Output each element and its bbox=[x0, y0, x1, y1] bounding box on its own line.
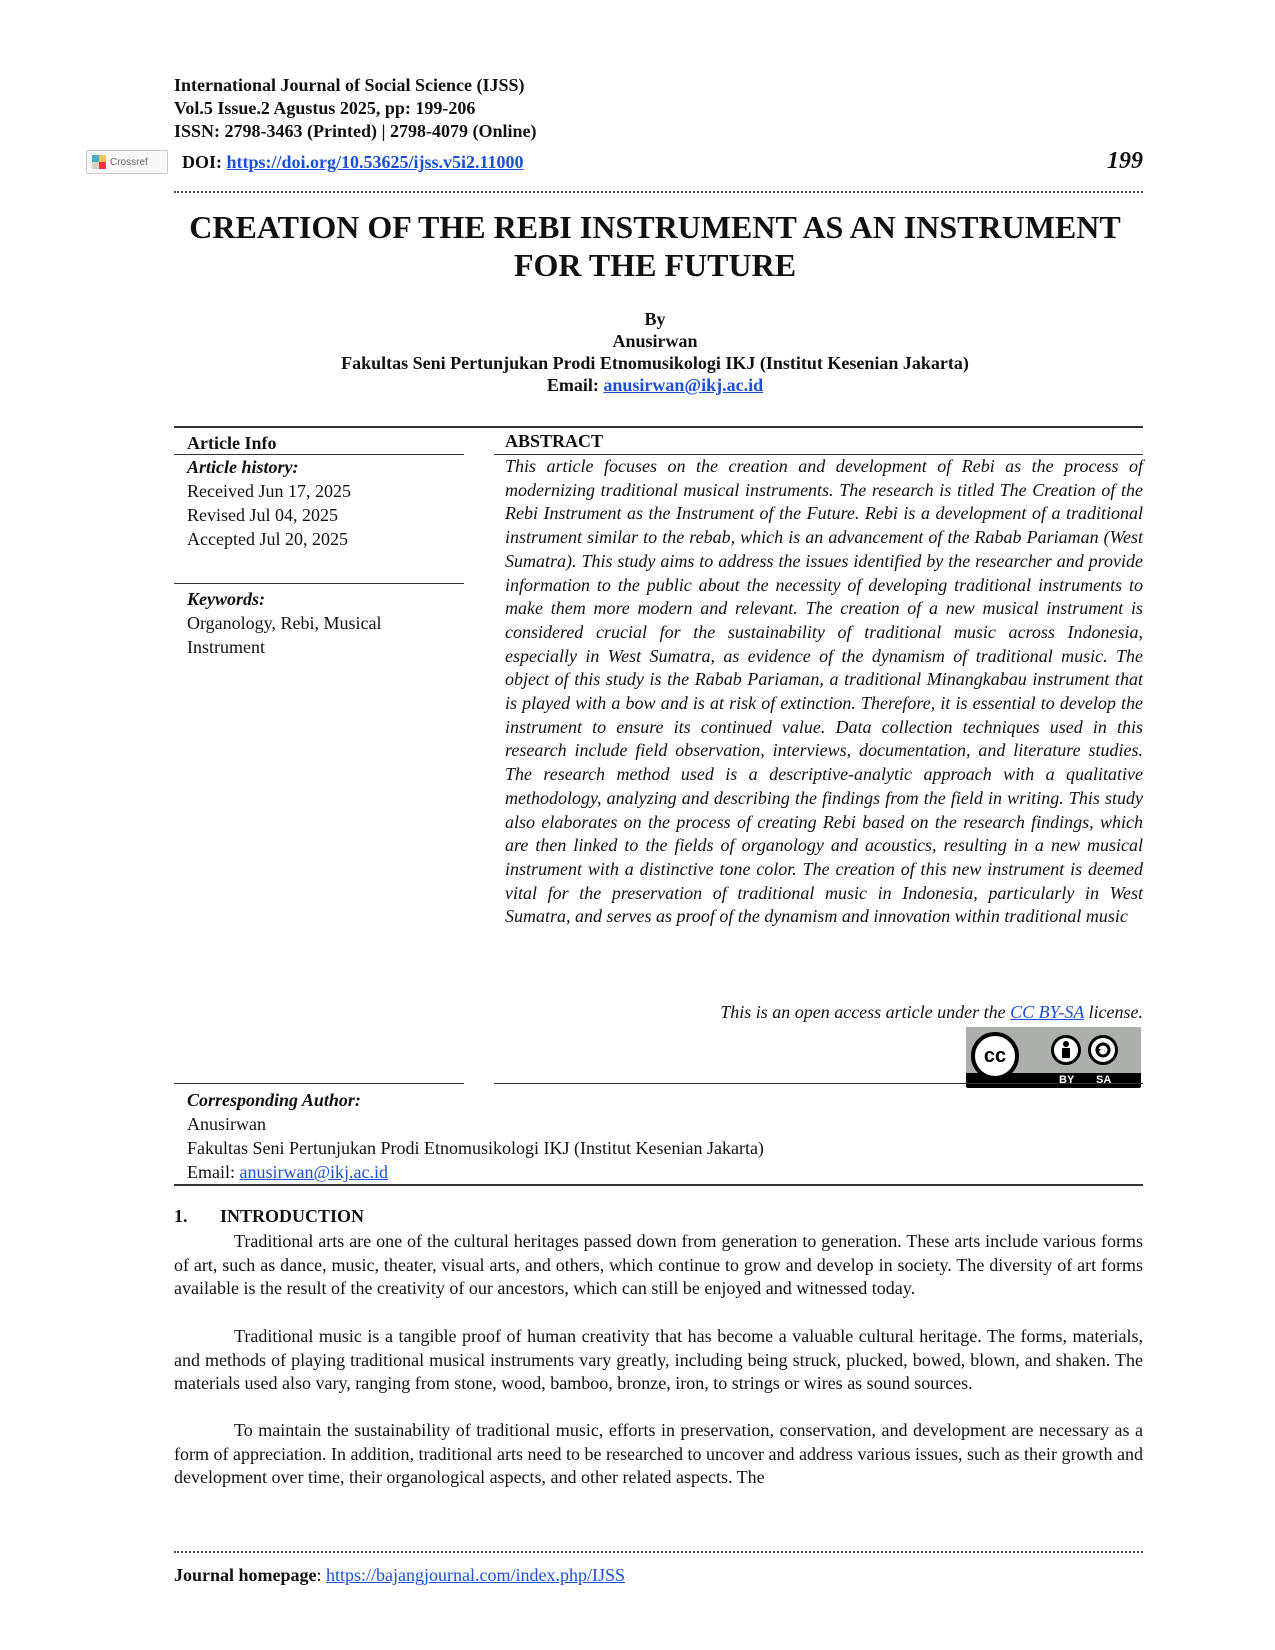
corresponding-affiliation: Fakultas Seni Pertunjukan Prodi Etnomusi… bbox=[187, 1138, 764, 1158]
homepage-link[interactable]: https://bajangjournal.com/index.php/IJSS bbox=[326, 1565, 626, 1585]
intro-paragraph-1: Traditional arts are one of the cultural… bbox=[174, 1231, 1143, 1299]
cc-by-sa-badge[interactable]: cc BY SA bbox=[966, 1027, 1141, 1088]
journal-volume: Vol.5 Issue.2 Agustus 2025, pp: 199-206 bbox=[174, 98, 476, 118]
corresponding-rule-left bbox=[174, 1083, 464, 1084]
crossref-badge[interactable]: Crossref bbox=[86, 150, 168, 174]
crossref-label: Crossref bbox=[110, 156, 148, 168]
license-pre: This is an open access article under the bbox=[720, 1002, 1006, 1022]
doi-line: DOI: https://doi.org/10.53625/ijss.v5i2.… bbox=[182, 152, 524, 173]
author-email-link[interactable]: anusirwan@ikj.ac.id bbox=[603, 375, 764, 395]
intro-paragraph-2: Traditional music is a tangible proof of… bbox=[174, 1326, 1143, 1394]
abstract-heading: ABSTRACT bbox=[505, 431, 604, 451]
keywords-rule bbox=[174, 583, 464, 584]
corresponding-email-line: Email: anusirwan@ikj.ac.id bbox=[187, 1160, 764, 1184]
info-top-rule bbox=[174, 426, 1143, 428]
accepted-date: Accepted Jul 20, 2025 bbox=[187, 529, 348, 549]
received-date: Received Jun 17, 2025 bbox=[187, 481, 351, 501]
author-email-line: Email: anusirwan@ikj.ac.id bbox=[150, 374, 1160, 396]
cc-logo-icon: cc bbox=[971, 1032, 1019, 1080]
article-title: CREATION OF THE REBI INSTRUMENT AS AN IN… bbox=[150, 208, 1160, 284]
info-heading-rule bbox=[174, 454, 464, 455]
journal-name: International Journal of Social Science … bbox=[174, 75, 525, 95]
footer-divider bbox=[174, 1551, 1143, 1553]
section-title: INTRODUCTION bbox=[220, 1206, 365, 1226]
info-bottom-rule bbox=[174, 1184, 1143, 1186]
journal-homepage: Journal homepage: https://bajangjournal.… bbox=[174, 1565, 626, 1585]
attribution-icon bbox=[1051, 1035, 1081, 1065]
license-link[interactable]: CC BY-SA bbox=[1010, 1002, 1085, 1022]
article-history: Article history: Received Jun 17, 2025 R… bbox=[187, 455, 457, 551]
section-number: 1. bbox=[174, 1206, 188, 1226]
revised-date: Revised Jul 04, 2025 bbox=[187, 505, 338, 525]
title-line-1: CREATION OF THE REBI INSTRUMENT AS AN IN… bbox=[189, 209, 1121, 245]
abstract-text: This article focuses on the creation and… bbox=[505, 456, 1143, 927]
email-label: Email: bbox=[546, 375, 599, 395]
license-post: license. bbox=[1088, 1002, 1143, 1022]
title-line-2: FOR THE FUTURE bbox=[513, 247, 797, 283]
keywords-line-2: Instrument bbox=[187, 637, 265, 657]
share-alike-icon bbox=[1088, 1035, 1118, 1065]
corresponding-email-label: Email: bbox=[187, 1162, 235, 1182]
by-label: By bbox=[644, 309, 666, 329]
crossref-logo-icon bbox=[92, 155, 106, 169]
keywords: Keywords: Organology, Rebi, Musical Inst… bbox=[187, 587, 457, 659]
history-label: Article history: bbox=[187, 457, 299, 477]
abstract-heading-rule bbox=[494, 454, 1143, 455]
author-name: Anusirwan bbox=[612, 331, 698, 351]
corresponding-email-link[interactable]: anusirwan@ikj.ac.id bbox=[239, 1162, 389, 1182]
author-affiliation: Fakultas Seni Pertunjukan Prodi Etnomusi… bbox=[341, 353, 969, 373]
keywords-label: Keywords: bbox=[187, 589, 265, 609]
doi-label: DOI: bbox=[182, 152, 222, 172]
byline: By Anusirwan Fakultas Seni Pertunjukan P… bbox=[150, 308, 1160, 396]
cc-sa-label: SA bbox=[1096, 1074, 1112, 1086]
corresponding-label: Corresponding Author: bbox=[187, 1090, 361, 1110]
corresponding-author: Corresponding Author: Anusirwan Fakultas… bbox=[187, 1088, 764, 1184]
journal-header: International Journal of Social Science … bbox=[174, 74, 536, 143]
keywords-line-1: Organology, Rebi, Musical bbox=[187, 613, 382, 633]
header-divider bbox=[174, 191, 1143, 193]
article-info-heading: Article Info bbox=[187, 433, 277, 453]
license-line: This is an open access article under the… bbox=[505, 1002, 1143, 1023]
page-number: 199 bbox=[1107, 148, 1143, 174]
corresponding-name: Anusirwan bbox=[187, 1114, 266, 1134]
journal-issn: ISSN: 2798-3463 (Printed) | 2798-4079 (O… bbox=[174, 121, 537, 141]
homepage-label: Journal homepage bbox=[174, 1565, 317, 1585]
doi-link[interactable]: https://doi.org/10.53625/ijss.v5i2.11000 bbox=[226, 152, 524, 172]
corresponding-rule-right bbox=[494, 1083, 1143, 1084]
section-heading-introduction: 1. INTRODUCTION bbox=[174, 1206, 364, 1227]
cc-by-label: BY bbox=[1059, 1074, 1075, 1086]
intro-paragraph-3: To maintain the sustainability of tradit… bbox=[174, 1420, 1143, 1488]
